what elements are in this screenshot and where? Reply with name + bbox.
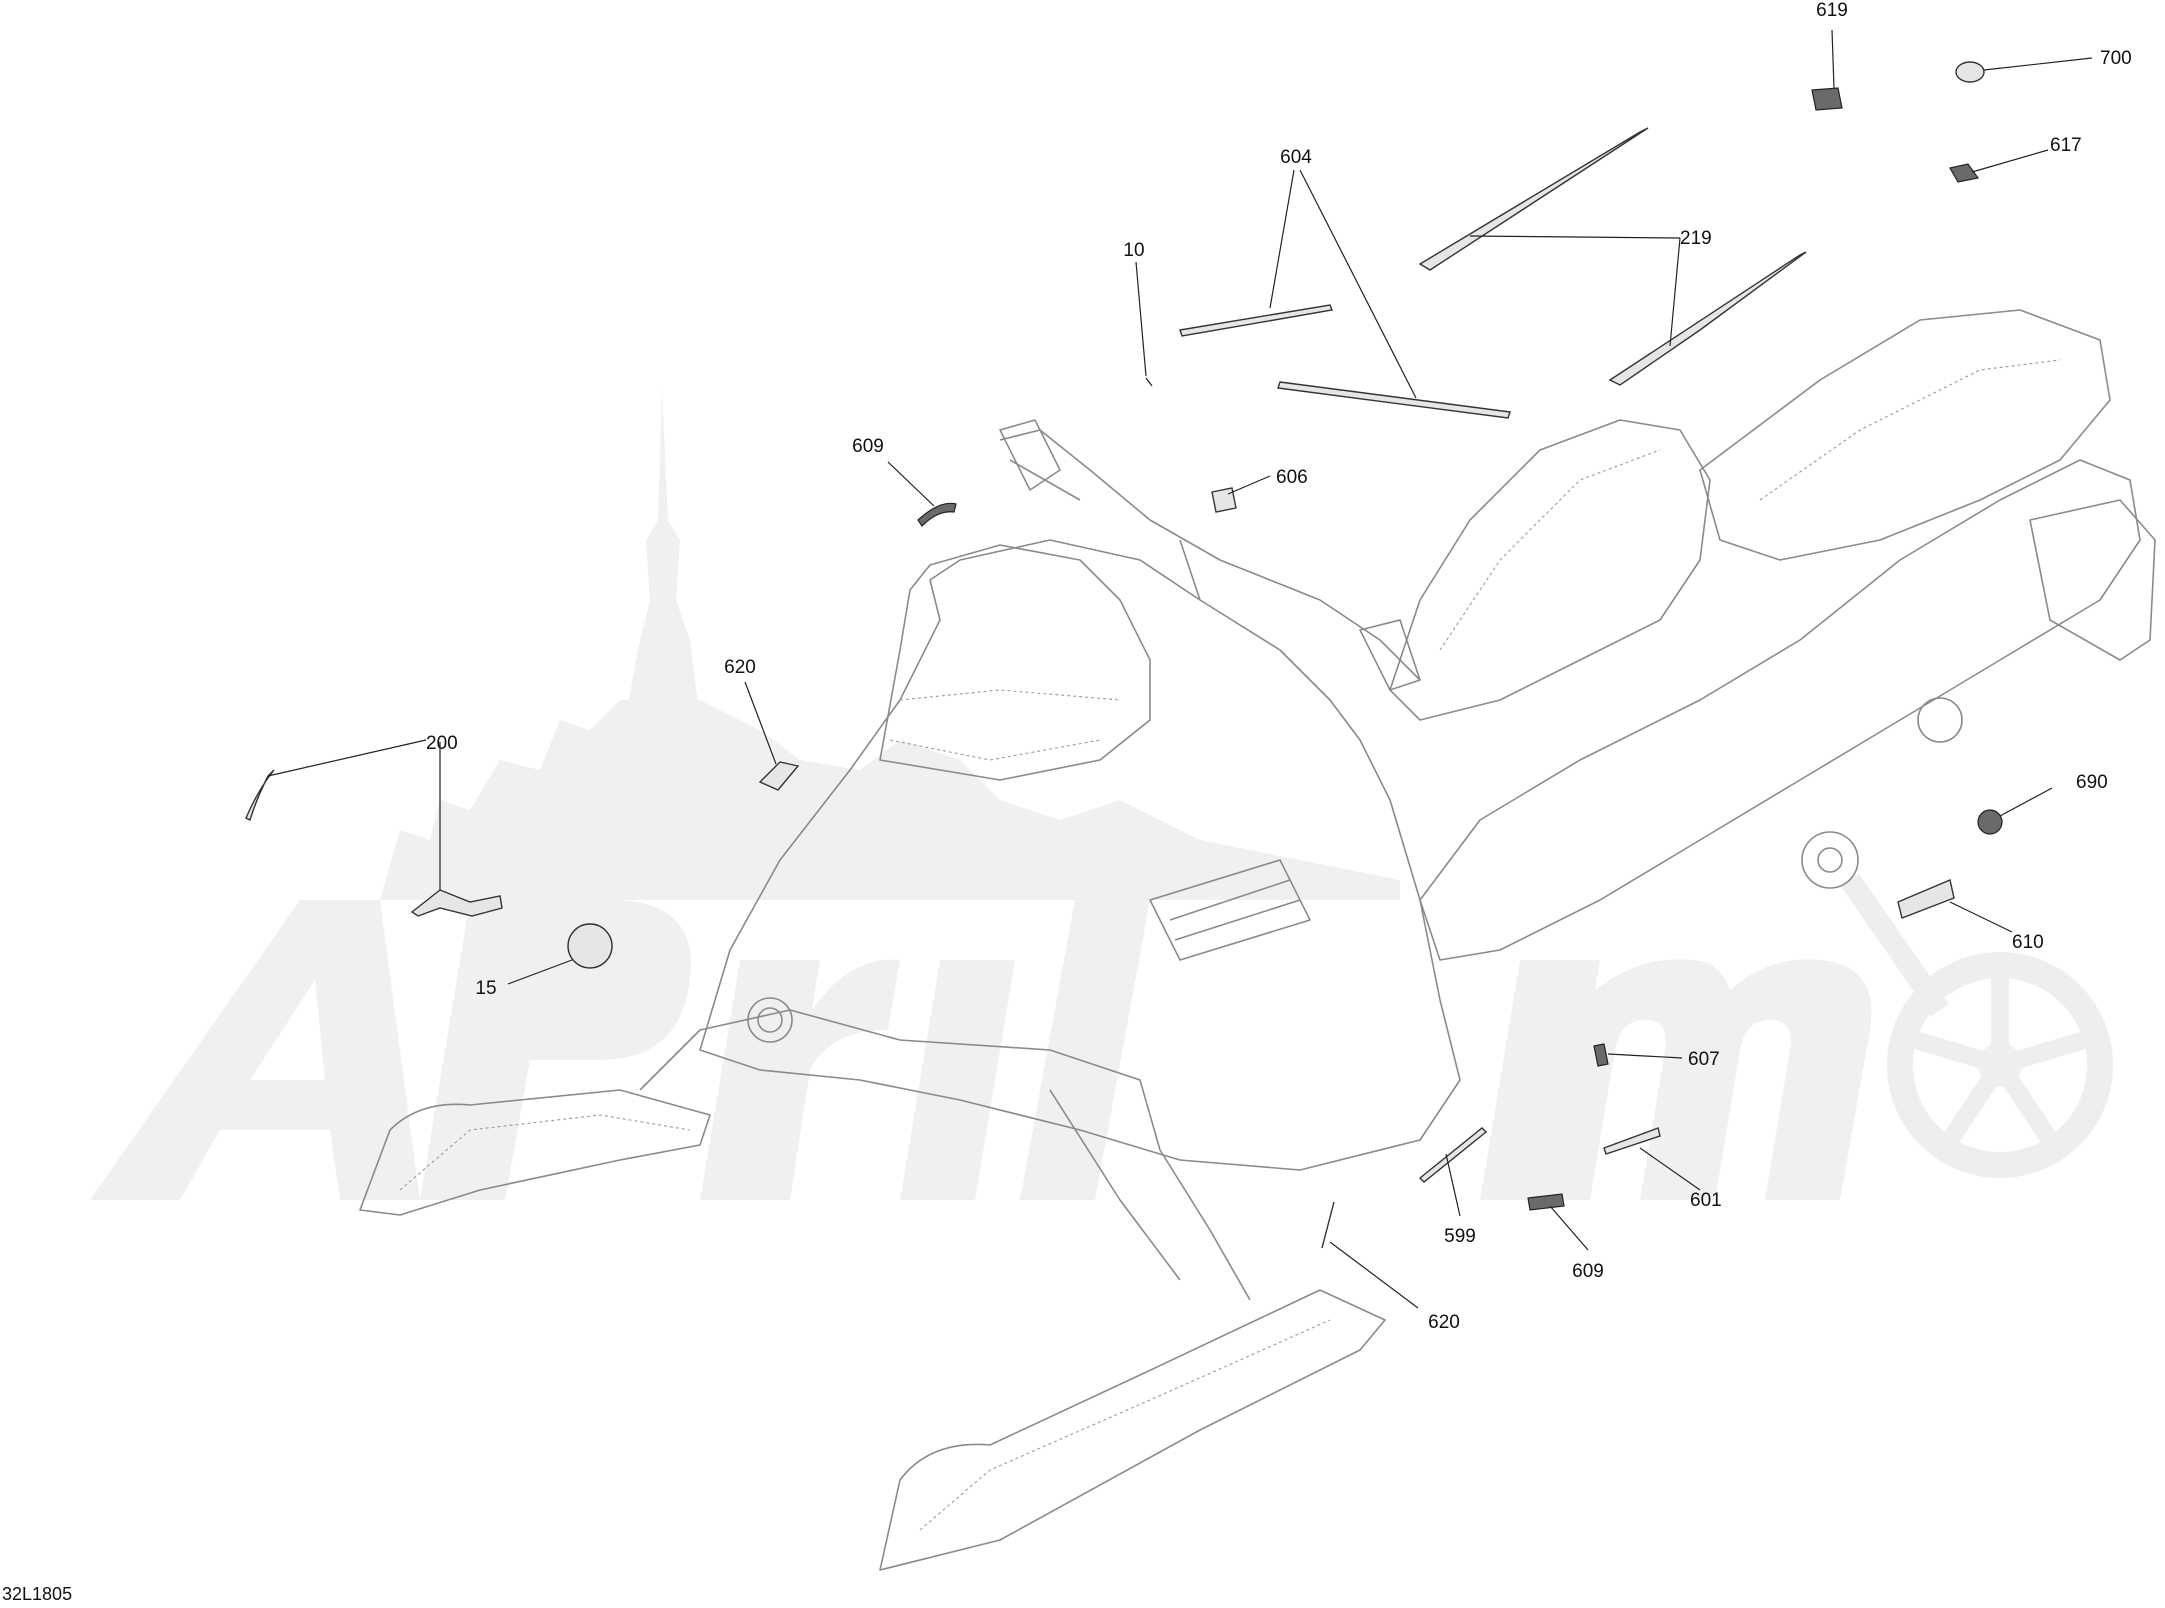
- decal-610: [1897, 879, 1955, 919]
- callout-10[interactable]: 10: [1123, 240, 1144, 261]
- decal-601: [1603, 1127, 1661, 1155]
- callout-610[interactable]: 610: [2012, 932, 2044, 953]
- leader-609b: [1549, 1205, 1589, 1251]
- callout-599[interactable]: 599: [1444, 1226, 1476, 1247]
- callout-609-lower[interactable]: 609: [1572, 1261, 1604, 1282]
- leader-620b: [1329, 1241, 1419, 1309]
- windshield: [879, 544, 1151, 781]
- decals: [245, 61, 2003, 1249]
- decal-620-lower: [1321, 1201, 1335, 1249]
- decal-599: [1418, 1127, 1488, 1183]
- callout-200[interactable]: 200: [426, 733, 458, 754]
- watermark-letter-l: [1020, 900, 1150, 1200]
- decal-219-upper: [1418, 127, 1649, 271]
- leader-604: [1269, 169, 1417, 399]
- leader-lines: [267, 29, 2093, 1309]
- watermark: [90, 390, 2113, 1200]
- leader-700: [1983, 57, 2093, 71]
- handlebar: [999, 429, 1421, 681]
- leader-606: [1227, 475, 1271, 495]
- rear-idler-wheel: [1801, 831, 1859, 889]
- leader-610: [1949, 901, 2013, 933]
- callout-607[interactable]: 607: [1688, 1049, 1720, 1070]
- snowmobile-outline: [359, 309, 2156, 1571]
- tunnel: [1419, 459, 2141, 961]
- callout-219[interactable]: 219: [1680, 228, 1712, 249]
- watermark-letter-p: [420, 900, 692, 1200]
- decal-604-upper: [1179, 304, 1333, 337]
- watermark-letter-r: [700, 959, 900, 1200]
- callout-690[interactable]: 690: [2076, 772, 2108, 793]
- decal-606: [1211, 487, 1237, 513]
- hood: [699, 539, 1461, 1171]
- callout-619[interactable]: 619: [1816, 0, 1848, 21]
- leader-200: [267, 739, 441, 890]
- callout-620-upper[interactable]: 620: [724, 657, 756, 678]
- callout-609-upper[interactable]: 609: [852, 436, 884, 457]
- callout-617[interactable]: 617: [2050, 135, 2082, 156]
- leader-620a: [744, 681, 777, 765]
- decal-219-lower: [1608, 251, 1807, 386]
- side-vents: [1149, 859, 1311, 961]
- watermark-fork: [1840, 873, 1950, 1017]
- leader-617: [1971, 149, 2049, 173]
- decal-200-upper: [245, 769, 275, 821]
- watermark-letter-i: [900, 960, 1015, 1200]
- callout-700[interactable]: 700: [2100, 48, 2132, 69]
- decal-15: [567, 923, 613, 969]
- diagram-code: 32L1805: [2, 1584, 72, 1604]
- mid-wheel: [1917, 697, 1963, 743]
- decal-609-lower: [1527, 1193, 1565, 1211]
- watermark-letter-m: [1480, 959, 1872, 1200]
- decal-604-lower: [1277, 381, 1511, 419]
- snow-flap: [2029, 499, 2156, 661]
- decal-620-upper: [758, 761, 800, 791]
- leader-599: [1445, 1153, 1461, 1217]
- decal-10: [1145, 377, 1153, 387]
- leader-690: [1999, 787, 2053, 817]
- decal-607: [1593, 1043, 1609, 1067]
- leader-219: [1469, 235, 1681, 347]
- leader-619: [1831, 29, 1835, 89]
- callout-601[interactable]: 601: [1690, 1190, 1722, 1211]
- decal-700: [1955, 61, 1985, 83]
- left-ski: [359, 1089, 711, 1216]
- callouts: 619 700 617 604 219 10 609 606 620 200 1…: [426, 0, 2132, 1333]
- callout-604[interactable]: 604: [1280, 147, 1312, 168]
- front-suspension: [639, 1009, 1251, 1301]
- leader-10: [1135, 261, 1147, 377]
- decal-617: [1949, 163, 1980, 183]
- rear-rack: [1699, 309, 2111, 561]
- leader-601: [1639, 1147, 1701, 1191]
- decal-619: [1811, 87, 1843, 111]
- callout-606[interactable]: 606: [1276, 467, 1308, 488]
- leader-607: [1607, 1053, 1683, 1059]
- callout-15[interactable]: 15: [475, 978, 496, 999]
- decal-690: [1977, 809, 2003, 835]
- callout-620-lower[interactable]: 620: [1428, 1312, 1460, 1333]
- leader-609a: [887, 461, 935, 507]
- right-ski: [879, 1289, 1386, 1571]
- headlight: [747, 997, 793, 1043]
- watermark-wheel-rim: [1887, 952, 2113, 1178]
- decal-609-upper: [917, 502, 957, 527]
- leader-15: [507, 959, 573, 985]
- decal-200-lower: [410, 889, 503, 917]
- seat: [1389, 419, 1711, 721]
- watermark-letter-a: [90, 900, 420, 1200]
- watermark-wheel-spokes: [1912, 975, 2088, 1145]
- watermark-skyline: [380, 700, 1400, 900]
